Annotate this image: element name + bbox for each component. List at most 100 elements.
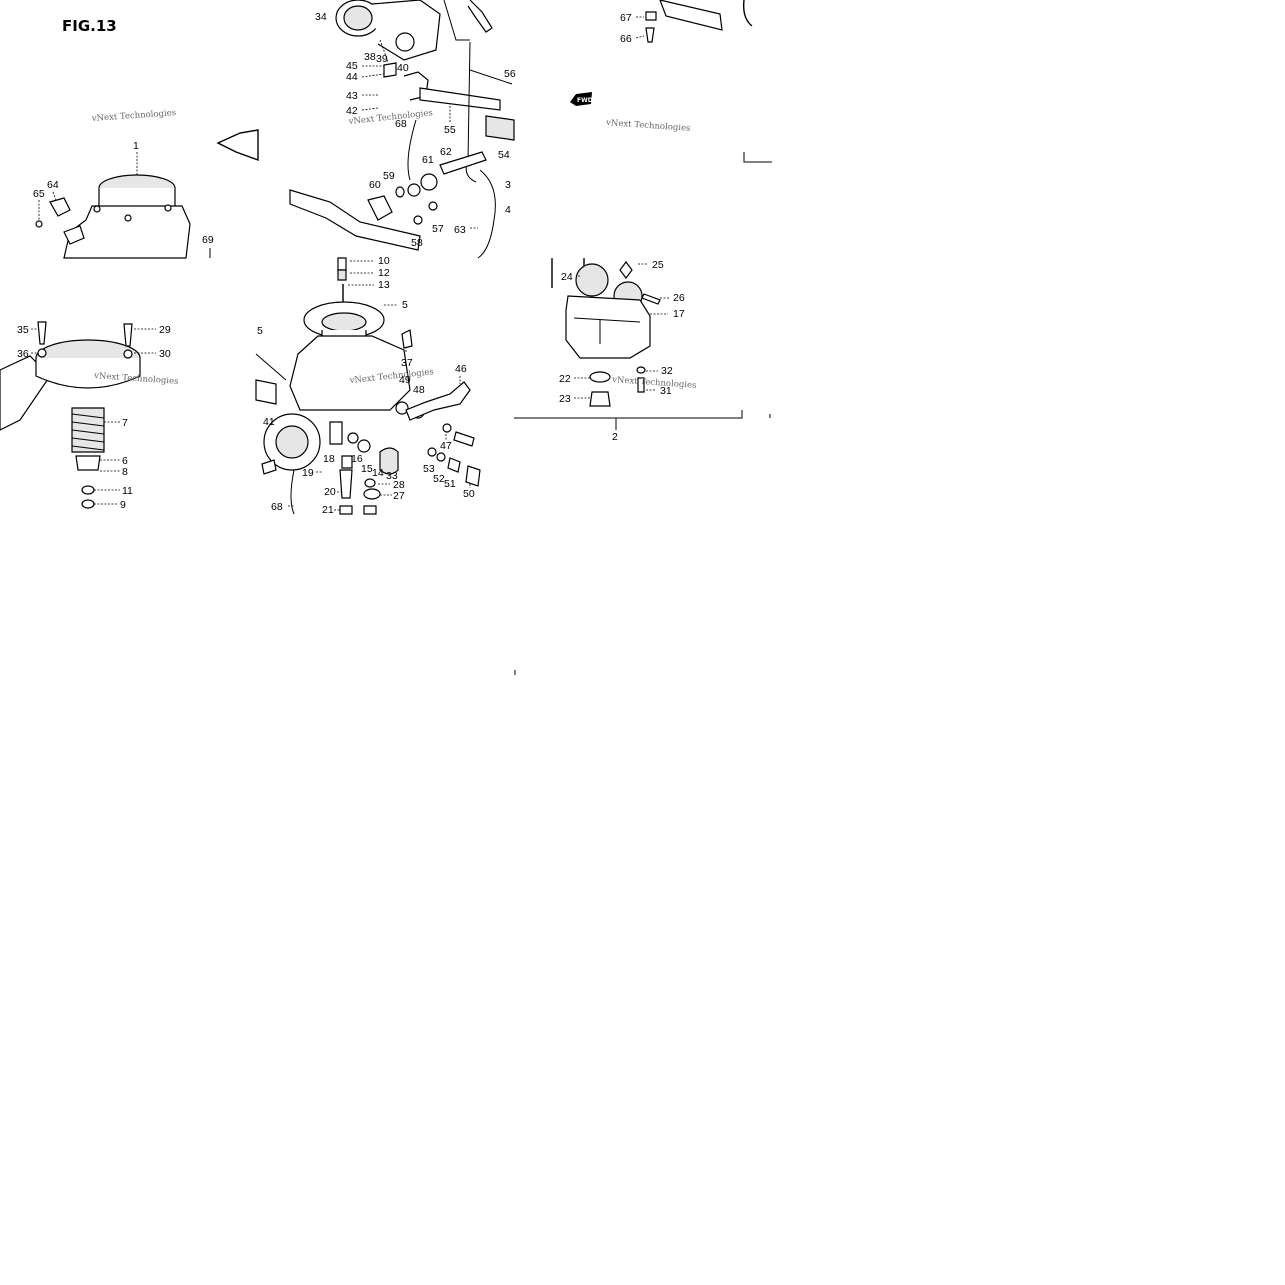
screw-part: [35, 220, 43, 228]
callout-label: 42: [346, 105, 358, 117]
fwd-arrow-icon: FWD: [570, 92, 593, 106]
carburetor-body-part: [289, 335, 411, 411]
o-ring-part: [347, 432, 359, 444]
panel-bottom-right-float-bowl: [514, 258, 771, 675]
fwd-marker-label: FWD: [577, 97, 593, 104]
throttle-housing-part: [371, 0, 441, 61]
callout-label: 50: [463, 488, 475, 500]
callout-label: 2: [612, 431, 618, 443]
callout-label: 6: [122, 455, 128, 467]
float-pin-part: [619, 261, 633, 279]
o-ring-part: [363, 488, 381, 500]
washer-part: [123, 349, 133, 359]
screw-part: [645, 27, 655, 43]
choke-lever-part: [405, 381, 471, 421]
callout-label: 53: [423, 463, 435, 475]
overflow-hose-part: [477, 169, 496, 259]
hose-part: [443, 0, 470, 41]
washer-part: [427, 447, 437, 457]
callout-label: 40: [397, 62, 409, 74]
callout-label: 54: [498, 149, 510, 161]
pilot-screw-part: [261, 459, 277, 475]
callout-label: 49: [399, 374, 411, 386]
clip-part: [81, 485, 95, 495]
needle-jet-part: [329, 421, 343, 445]
spring-small-part: [395, 186, 405, 198]
screw-part: [364, 478, 376, 488]
washer-part: [436, 452, 446, 462]
callout-label: 41: [263, 416, 275, 428]
main-jet-part: [339, 469, 353, 499]
callout-label: 23: [559, 393, 571, 405]
washer-part: [407, 183, 421, 197]
callout-label: 67: [620, 12, 632, 24]
carburetor-body-part: [63, 205, 191, 259]
callout-label: 44: [346, 71, 358, 83]
fitting-part: [467, 0, 493, 33]
callout-label: 65: [33, 188, 45, 200]
callout-label: 36: [17, 348, 29, 360]
vent-hose-part: [407, 119, 417, 181]
callout-label: 37: [401, 357, 413, 369]
panel-top-middle-throttle: [289, 0, 515, 259]
washer-part: [37, 348, 47, 358]
washer-part: [420, 173, 438, 191]
watermark-text: vNext Technologies: [605, 118, 691, 134]
washer-part: [395, 401, 409, 415]
assembly-bracket-line: [514, 410, 743, 419]
intake-bore-inner-part: [343, 5, 373, 31]
watermark-text: vNext Technologies: [91, 108, 177, 124]
clip-part: [63, 225, 85, 245]
callout-label: 66: [620, 33, 632, 45]
callout-label: 17: [673, 308, 685, 320]
clip-part: [645, 11, 657, 21]
callout-label: 64: [47, 179, 59, 191]
callout-label: 18: [323, 453, 335, 465]
leader-line: [635, 35, 645, 39]
callout-label: 56: [504, 68, 516, 80]
screw-part: [428, 201, 438, 211]
callout-label: 38: [364, 51, 376, 63]
callout-label: 60: [369, 179, 381, 191]
callout-label: 31: [660, 385, 672, 397]
screw-part: [37, 321, 47, 345]
callout-label: 13: [378, 279, 390, 291]
throttle-lever-part: [395, 32, 415, 52]
figure-title: FIG.13: [62, 17, 117, 35]
callout-label: 19: [302, 467, 314, 479]
screw-part: [453, 431, 475, 447]
screw-part: [465, 465, 481, 487]
callout-label: 63: [454, 224, 466, 236]
watermark-text: vNext Technologies: [611, 375, 697, 391]
jet-holder-part: [339, 505, 353, 515]
throttle-shaft-part: [419, 87, 501, 111]
float-bowl-detail: [573, 317, 641, 344]
spring-coils: [71, 413, 105, 451]
float-valve-part: [379, 447, 399, 475]
leader-line: [52, 191, 57, 201]
callout-label: 46: [455, 363, 467, 375]
clip-part: [337, 257, 347, 271]
callout-label: 52: [433, 473, 445, 485]
bracket-part: [659, 0, 723, 31]
panel-top-right-hoses: FWD: [570, 0, 772, 163]
callout-label: 51: [444, 478, 456, 490]
callout-label: 3: [505, 179, 511, 191]
cap-screw-part: [93, 205, 101, 213]
leader-line: [361, 107, 379, 111]
callout-label: 11: [122, 485, 133, 497]
piston-top-part: [321, 312, 367, 332]
spring-part: [485, 115, 515, 141]
adjust-screw-part: [439, 151, 487, 175]
callout-label: 22: [559, 373, 571, 385]
callout-label: 35: [17, 324, 29, 336]
cap-screw-part: [164, 204, 172, 212]
callout-label: 4: [505, 204, 511, 216]
jet-part: [363, 505, 377, 515]
callout-labels: 1 2 3 4 5 6 7 8 9 10 11 12 13 14 15 16 1…: [17, 11, 685, 516]
callout-label: 58: [411, 237, 423, 249]
drain-plug-part: [589, 391, 611, 407]
cap-screw-part: [124, 214, 132, 222]
cable-part: [469, 69, 513, 85]
o-ring-part: [589, 371, 611, 383]
